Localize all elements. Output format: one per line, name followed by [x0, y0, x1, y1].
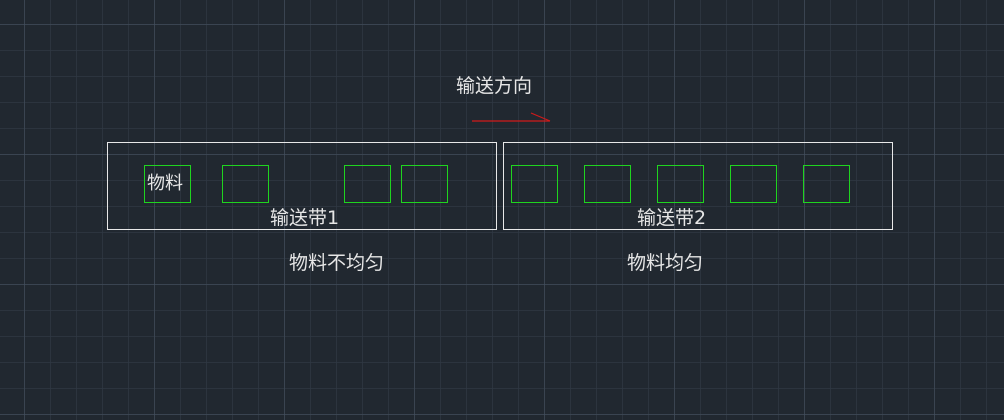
- material-block: [657, 165, 704, 203]
- material-block: [344, 165, 391, 203]
- belt-2-caption: 物料均匀: [627, 252, 704, 274]
- arrow-head-upper: [530, 112, 551, 122]
- material-block: 物料: [144, 165, 191, 203]
- material-block: [222, 165, 269, 203]
- belt-2-label: 输送带2: [637, 207, 707, 229]
- direction-label: 输送方向: [456, 75, 533, 97]
- belt-1-caption: 物料不均匀: [289, 252, 385, 274]
- conveyor-belt-2: [503, 142, 893, 230]
- conveyor-belt-1: [107, 142, 497, 230]
- material-block: [584, 165, 631, 203]
- material-label: 物料: [147, 173, 183, 194]
- material-block: [730, 165, 777, 203]
- material-block: [803, 165, 850, 203]
- belt-1-label: 输送带1: [270, 207, 340, 229]
- material-block: [401, 165, 448, 203]
- material-block: [511, 165, 558, 203]
